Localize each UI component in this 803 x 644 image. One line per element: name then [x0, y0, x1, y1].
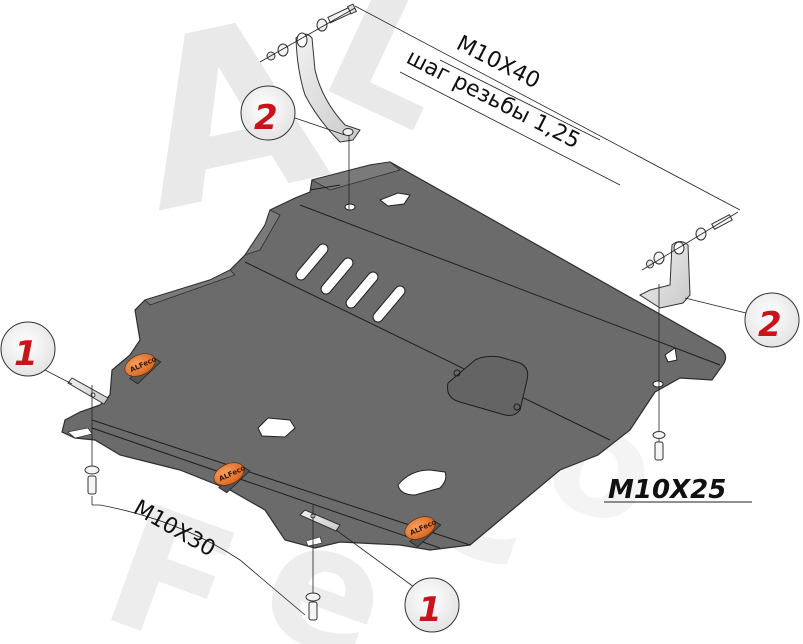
bottom-strip-assembly: [299, 505, 341, 621]
logo-badge: ALFeco: [124, 353, 162, 385]
svg-text:2: 2: [758, 305, 782, 345]
logo-badge: ALFeco: [213, 462, 251, 494]
left-strip: [67, 377, 109, 405]
callout-1-left: 1: [0, 321, 73, 385]
right-bracket-assembly: [638, 211, 739, 461]
callouts: 2 2 1 1: [0, 85, 800, 633]
svg-text:1: 1: [418, 590, 442, 630]
left-strip-assembly: [67, 377, 306, 616]
callout-1-bottom: 1: [335, 529, 460, 633]
logo-badges: ALFeco ALFeco ALFeco: [124, 353, 442, 548]
skid-plate: [61, 161, 727, 551]
logo-badge: ALFeco: [404, 516, 442, 548]
inspection-hatch: [447, 355, 529, 416]
svg-text:1: 1: [14, 334, 38, 374]
callout-2-right: 2: [684, 292, 800, 348]
vent-slots: [295, 243, 406, 323]
top-bracket-assembly: [259, 3, 361, 210]
right-bolt-size: M10X25: [608, 475, 726, 505]
top-bracket: [295, 33, 361, 143]
svg-text:2: 2: [254, 98, 278, 138]
bottom-strip: [299, 509, 341, 532]
callout-2-top: 2: [240, 85, 346, 141]
right-bracket: [638, 241, 691, 309]
